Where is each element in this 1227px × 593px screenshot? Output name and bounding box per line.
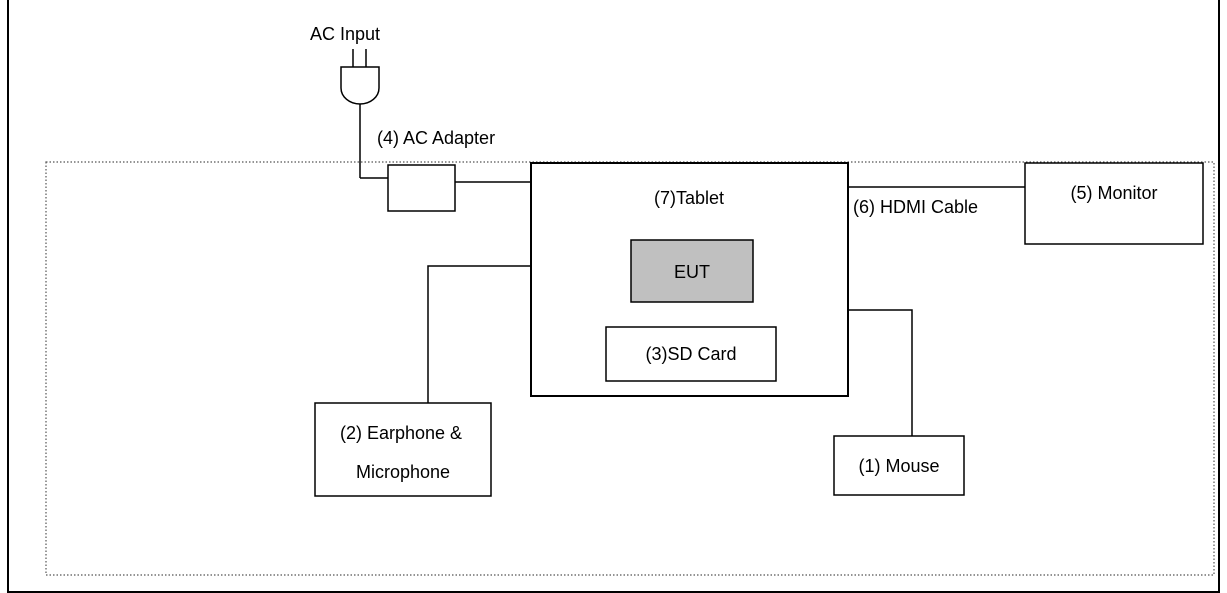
ac-adapter-box: [387, 164, 456, 212]
earphone-microphone-box: [314, 402, 492, 497]
earphone-label-line2: Microphone: [356, 462, 450, 482]
monitor-label: (5) Monitor: [1070, 183, 1157, 203]
ac-adapter-label: (4) AC Adapter: [377, 128, 495, 148]
ac-input-label: AC Input: [310, 24, 380, 44]
earphone-wire: [427, 265, 531, 403]
mouse-label: (1) Mouse: [858, 456, 939, 476]
mouse-box: [833, 435, 965, 496]
eut-label: EUT: [674, 262, 710, 282]
eut-box: [630, 239, 754, 303]
ac-plug-icon: [340, 49, 388, 179]
monitor-box: [1024, 162, 1204, 245]
mouse-wire: [848, 309, 913, 436]
outer-frame: [7, 0, 1220, 593]
earphone-label-line1: (2) Earphone &: [340, 423, 462, 443]
test-area-boundary: [45, 161, 1215, 576]
tablet-label: (7)Tablet: [654, 188, 724, 208]
sd-card-label: (3)SD Card: [645, 344, 736, 364]
sd-card-box: [605, 326, 777, 382]
hdmi-cable-label: (6) HDMI Cable: [853, 197, 978, 217]
